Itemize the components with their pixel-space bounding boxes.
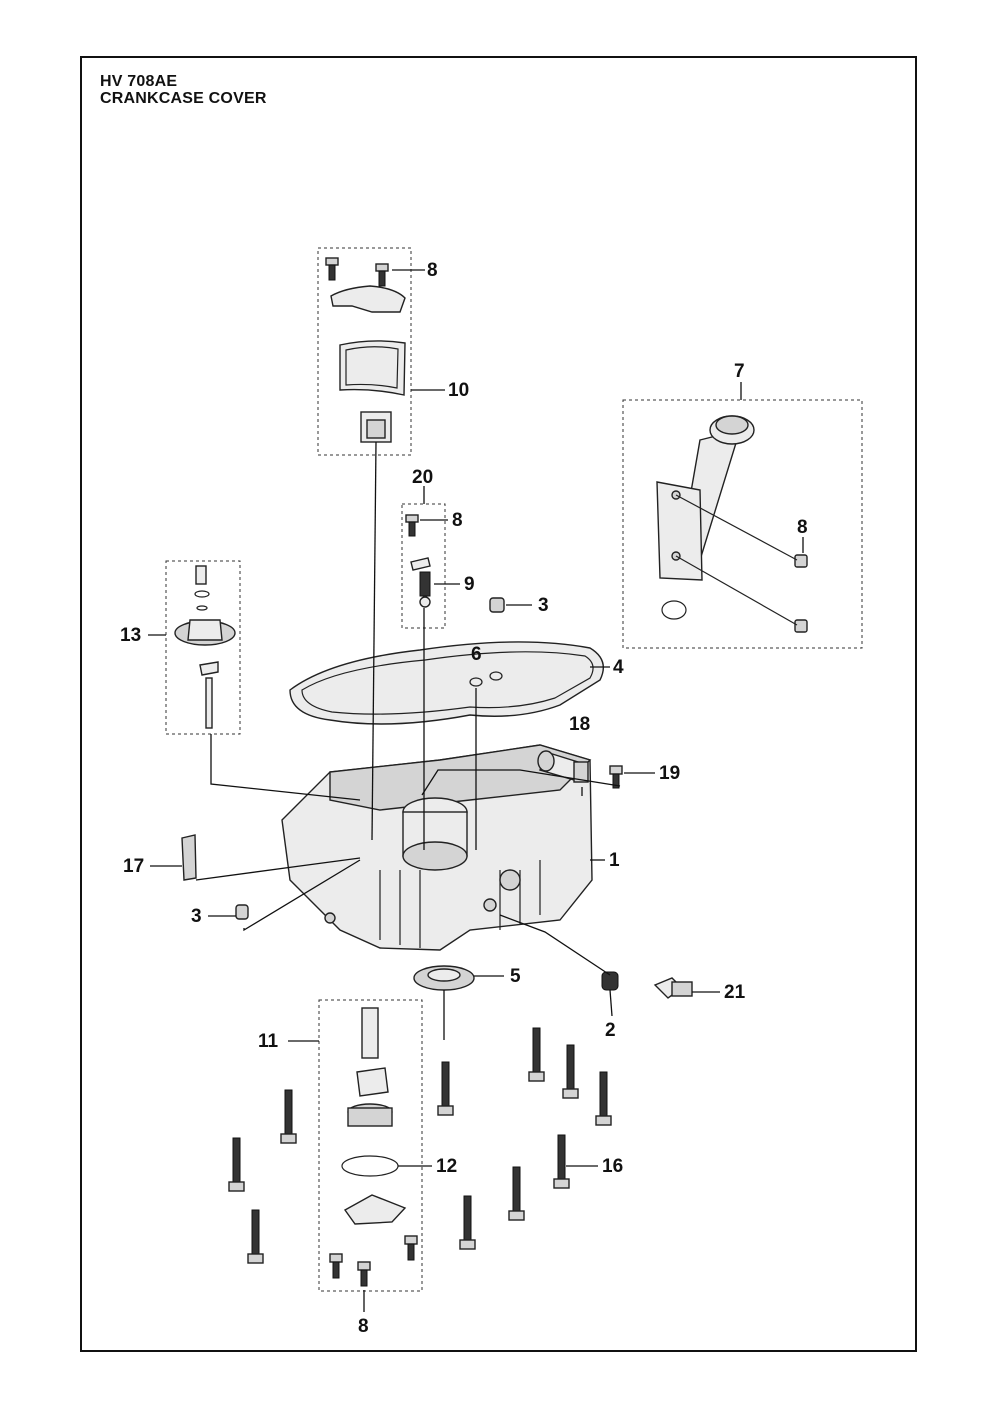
shaft	[361, 1007, 379, 1059]
crankcase-gasket	[289, 641, 604, 725]
callout-16: 16	[602, 1156, 623, 1177]
bolt-8-group7-bottom	[794, 619, 808, 633]
sensor-bracket	[360, 411, 392, 443]
callout-11: 11	[258, 1031, 279, 1052]
callout-4: 4	[613, 657, 624, 678]
callout-3-right: 3	[538, 595, 549, 616]
o-ring-12	[341, 1155, 399, 1177]
leader-lines	[148, 269, 804, 1312]
dowel-3-left	[235, 904, 249, 920]
bolt-8-group11	[329, 1235, 418, 1287]
callout-21: 21	[724, 982, 746, 1003]
pump-cover	[343, 1194, 407, 1225]
seal-ring-6a	[469, 677, 483, 687]
gasket-plate	[339, 340, 406, 396]
bolt-8-top-right	[375, 263, 389, 287]
section-title: CRANKCASE COVER	[100, 90, 267, 107]
spring-9	[419, 571, 431, 597]
bolt-8-top-left	[325, 257, 339, 281]
callout-13: 13	[120, 625, 141, 646]
callout-5: 5	[510, 966, 521, 987]
callout-12: 12	[436, 1156, 457, 1177]
oil-sensor-21	[653, 977, 693, 999]
callout-6: 6	[471, 644, 482, 665]
clip	[410, 557, 431, 571]
crankcase-cover	[281, 744, 593, 951]
callout-7: 7	[734, 361, 745, 382]
o-ring-group7	[661, 600, 687, 620]
bolt-8-group7-top	[794, 554, 808, 568]
diagram-frame	[80, 56, 917, 1352]
insert-17	[181, 834, 197, 881]
cover-plate	[330, 285, 406, 313]
callout-labels: 8 10 7 20 8 8 9 3 13 6 4 18 19 1 17 3 5 …	[120, 260, 808, 1337]
bolt-16-set	[228, 1027, 612, 1264]
callout-18: 18	[569, 714, 590, 735]
bolt-8-group20	[405, 514, 419, 537]
callout-2: 2	[605, 1020, 616, 1041]
coupler	[356, 1067, 389, 1097]
group-box-13	[165, 560, 241, 735]
callout-20: 20	[412, 467, 433, 488]
callout-8-top: 8	[427, 260, 438, 281]
callout-10: 10	[448, 380, 469, 401]
seal-ring-6b	[489, 671, 503, 681]
callout-8-bottom: 8	[358, 1316, 369, 1337]
callout-3-left: 3	[191, 906, 202, 927]
callout-9: 9	[464, 574, 475, 595]
callout-19: 19	[659, 763, 680, 784]
group-box-11	[318, 999, 423, 1292]
dowel-3-right	[489, 597, 505, 613]
model-title: HV 708AE	[100, 73, 178, 90]
callout-8-group7: 8	[797, 517, 808, 538]
callout-17: 17	[123, 856, 144, 877]
group-box-7	[622, 399, 863, 649]
breather-fitting-18	[537, 750, 589, 783]
governor-assembly	[174, 565, 236, 729]
ball	[419, 596, 431, 608]
callout-1: 1	[609, 850, 620, 871]
bolt-19	[609, 765, 623, 789]
oil-fill-tube	[656, 415, 755, 581]
callout-8-group20: 8	[452, 510, 463, 531]
